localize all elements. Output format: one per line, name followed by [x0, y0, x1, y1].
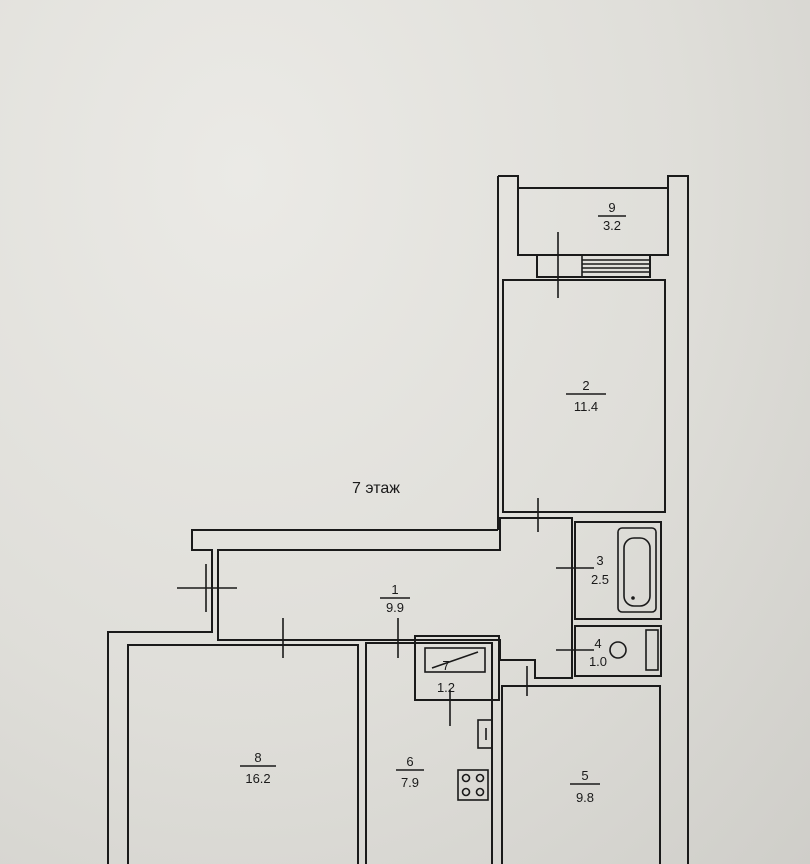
room-6-kitchen	[365, 642, 493, 864]
room-1-number: 1	[391, 582, 398, 597]
room-5	[501, 666, 661, 864]
room-1-corridor	[177, 517, 573, 679]
room-7-closet	[414, 635, 500, 726]
room-7-area: 1.2	[437, 680, 455, 695]
room-2-number: 2	[582, 378, 589, 393]
room-6-area: 7.9	[401, 775, 419, 790]
room-6-number: 6	[406, 754, 413, 769]
room-9-number: 9	[608, 200, 615, 215]
room-4-area: 1.0	[589, 654, 607, 669]
room-2-area: 11.4	[574, 399, 598, 414]
room-4-number: 4	[594, 636, 601, 651]
room-3-number: 3	[596, 553, 603, 568]
room-2	[502, 279, 666, 532]
room-9-balcony	[517, 187, 669, 298]
room-4-toilet	[556, 625, 662, 677]
room-1-area: 9.9	[386, 600, 404, 615]
room-8-area: 16.2	[245, 771, 270, 786]
room-3-bathroom	[556, 521, 662, 620]
floor-label: 7 этаж	[352, 480, 400, 497]
room-9-area: 3.2	[603, 218, 621, 233]
room-labels: 9 3.2 2 11.4 3 2.5 1 9.9 4 1.0 7 1.2 8 1…	[240, 200, 626, 805]
room-8-number: 8	[254, 750, 261, 765]
room-3-area: 2.5	[591, 572, 609, 587]
room-5-area: 9.8	[576, 790, 594, 805]
room-8	[127, 644, 359, 864]
room-7-number: 7	[442, 658, 449, 673]
room-5-number: 5	[581, 768, 588, 783]
